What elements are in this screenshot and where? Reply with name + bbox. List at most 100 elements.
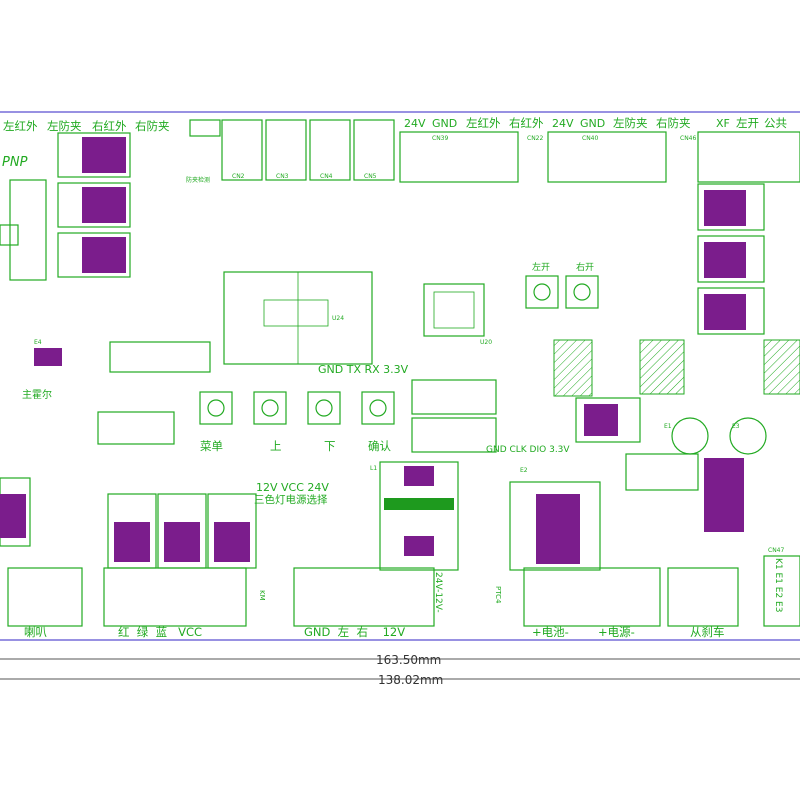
label-top-left-ir-outer: 左红外 — [3, 119, 38, 133]
bottom-mosfet-pad-1 — [114, 522, 150, 562]
label-top-xf: XF — [716, 117, 730, 130]
right-mosfet-pad-3 — [704, 294, 746, 330]
ic-left-upper — [109, 341, 211, 373]
label-swd-pins: GND CLK DIO 3.3V — [486, 445, 570, 455]
qfn-body — [433, 291, 475, 329]
button-down-knob — [315, 399, 333, 417]
left-mosfet-column: PNP 防夹检测 — [0, 132, 210, 281]
bottom-connectors: CN47 — [7, 547, 800, 627]
connector-cn39 — [399, 131, 519, 183]
button-confirm-knob — [369, 399, 387, 417]
hatched-region-1 — [553, 339, 593, 397]
inductor-pad-top — [404, 466, 434, 486]
label-uart-pins: GND TX RX 3.3V — [318, 363, 409, 376]
mosfet-outline-3 — [57, 232, 131, 278]
left-edge-mosfet — [0, 477, 31, 547]
label-bottom-slave-brake: 从刹车 — [690, 625, 725, 639]
top-label-row: 左红外 左防夹 右红外 右防夹 24V GND 左红外 右红外 24V GND … — [3, 116, 787, 133]
label-pnp: PNP — [2, 155, 28, 170]
bottom-mosfet-pad-3 — [214, 522, 250, 562]
connector-cn40 — [547, 131, 667, 183]
qfn-outline — [423, 283, 485, 337]
mosfet-pad-2 — [82, 187, 126, 223]
connector-cn47 — [763, 555, 800, 627]
switch-right-open-knob — [573, 283, 591, 301]
connector-cn4 — [309, 119, 351, 181]
top-connectors: CN2 CN3 CN4 CN5 CN39 CN22 CN40 CN46 — [189, 119, 800, 183]
designator-cn3: CN3 — [276, 173, 289, 180]
label-top-left-clamp-2: 左防夹 — [613, 116, 648, 130]
label-bottom-rgb: 红 绿 蓝 VCC — [118, 625, 202, 639]
button-up-switch — [253, 391, 287, 425]
bottom-label-row: 喇叭 红 绿 蓝 VCC GND 左 右 12V +电池- +电源- 从刹车 — [24, 625, 725, 639]
switch-left-open — [525, 275, 559, 309]
ic-right-lower-pad — [704, 458, 744, 532]
designator-e1: E1 — [664, 423, 672, 430]
right-mosfet-outline-1 — [697, 183, 765, 231]
mosfet-outline-2 — [57, 182, 131, 228]
connector-gnd-lr-12v — [293, 567, 435, 627]
label-top-gnd-a: GND — [432, 117, 457, 130]
inductor-outline — [379, 461, 459, 571]
designator-u24: U24 — [332, 315, 344, 322]
left-edge-mosfet-pad — [0, 494, 26, 538]
button-confirm-switch — [361, 391, 395, 425]
label-vertical-km: KM — [258, 590, 266, 601]
designator-e2: E2 — [520, 467, 528, 474]
designator-cn46: CN46 — [680, 135, 696, 142]
label-right-open-switch: 右开 — [576, 261, 594, 273]
label-top-left-open: 左开 — [736, 116, 759, 130]
connector-cn2 — [221, 119, 263, 181]
label-top-24v-b: 24V — [552, 117, 574, 130]
label-top-common: 公共 — [764, 116, 787, 130]
inductor-l1: L1 — [370, 461, 459, 571]
power-ic-pad — [536, 494, 580, 564]
label-led-supply-voltages: 12V VCC 24V — [256, 481, 329, 494]
label-top-left-ir-outer-2: 左红外 — [466, 116, 501, 130]
dimension-inner-label: 138.02mm — [378, 673, 443, 687]
bottom-mosfet-pad-2 — [164, 522, 200, 562]
button-row: 菜单 上 下 确认 — [199, 391, 395, 453]
right-mosfet-outline-2 — [697, 235, 765, 283]
label-hall: 主霍尔 — [22, 388, 52, 401]
inductor-bar — [384, 498, 454, 510]
switch-right-open — [565, 275, 599, 309]
designator-cn47: CN47 — [768, 547, 784, 554]
designator-e4: E4 — [34, 339, 42, 346]
label-anti-clamp-detect: 防夹检测 — [186, 176, 210, 184]
designator-u20: U20 — [480, 339, 492, 346]
label-top-right-ir-outer-2: 右红外 — [509, 116, 544, 130]
connector-rgb — [103, 567, 247, 627]
label-led-supply-select: 三色灯电源选择 — [254, 493, 328, 506]
button-menu-knob — [207, 399, 225, 417]
pad-e4 — [34, 348, 62, 366]
designator-cn39: CN39 — [432, 135, 448, 142]
ic-right-lower — [625, 453, 699, 491]
label-bottom-gnd-lr-12v: GND 左 右 12V — [304, 625, 405, 639]
ic-right-mid-outline — [575, 397, 641, 443]
capacitor-e3 — [729, 417, 767, 455]
label-button-confirm: 确认 — [368, 439, 391, 453]
connector-cn5 — [353, 119, 395, 181]
label-bottom-battery: +电池- — [532, 625, 569, 639]
connector-battery-power — [523, 567, 661, 627]
label-button-up: 上 — [270, 439, 282, 453]
label-vertical-ptc: PTC4 — [494, 586, 502, 604]
button-menu-switch — [199, 391, 233, 425]
mosfet-pad-1 — [82, 137, 126, 173]
hatched-region-2 — [639, 339, 685, 395]
swd-header-box — [411, 379, 497, 415]
swd-header-box-2 — [411, 417, 497, 453]
label-vertical-24v: 24V-12V- — [433, 572, 443, 613]
hatched-region-3 — [763, 339, 800, 395]
label-button-menu: 菜单 — [200, 439, 223, 453]
left-edge-part — [0, 224, 19, 246]
label-top-24v-a: 24V — [404, 117, 426, 130]
right-mosfet-pad-2 — [704, 242, 746, 278]
connector-cn3 — [265, 119, 307, 181]
label-left-open-switch: 左开 — [532, 261, 550, 273]
right-mosfet-pad-1 — [704, 190, 746, 226]
label-button-down: 下 — [324, 439, 336, 453]
mcu-chip — [263, 299, 329, 327]
